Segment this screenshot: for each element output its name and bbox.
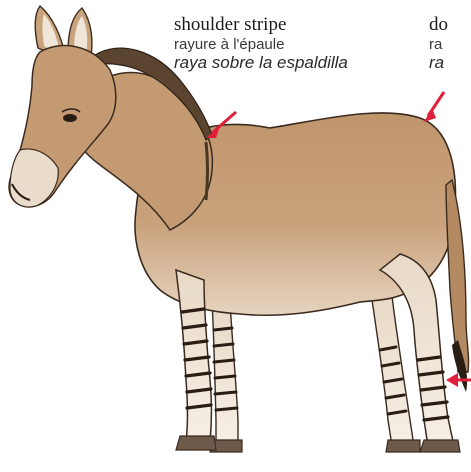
dorsal-stripe-es: ra bbox=[429, 53, 448, 73]
dorsal-stripe-pointer bbox=[424, 92, 444, 122]
shoulder-stripe-label: shoulder stripe rayure à l'épaule raya s… bbox=[174, 14, 348, 73]
dorsal-stripe-fr: ra bbox=[429, 36, 448, 53]
shoulder-stripe-en: shoulder stripe bbox=[174, 14, 348, 36]
dorsal-stripe-label: do ra ra bbox=[429, 14, 448, 73]
leg-stripes-pointer bbox=[446, 373, 471, 387]
donkey-eye bbox=[63, 114, 77, 122]
shoulder-stripe bbox=[206, 142, 208, 200]
shoulder-stripe-fr: rayure à l'épaule bbox=[174, 36, 348, 53]
far-front-leg bbox=[210, 300, 242, 452]
shoulder-stripe-es: raya sobre la espaldilla bbox=[174, 53, 348, 73]
dorsal-stripe-en: do bbox=[429, 14, 448, 36]
